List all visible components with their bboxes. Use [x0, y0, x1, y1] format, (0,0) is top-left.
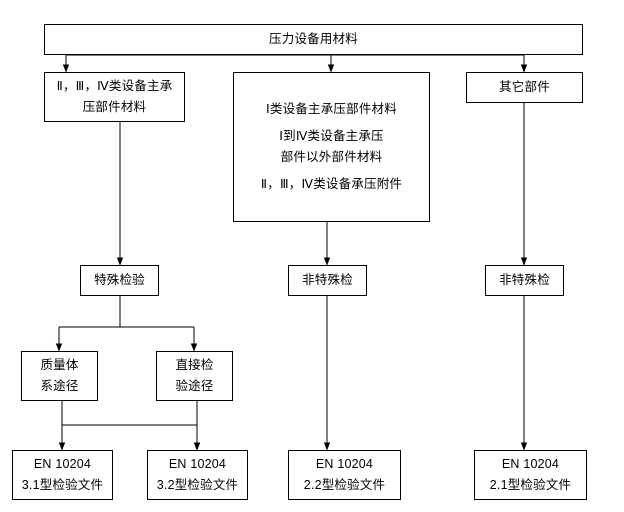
node-text-line: 压力设备用材料: [269, 32, 358, 46]
node-text-line: Ⅱ，Ⅲ，Ⅳ类设备承压附件: [260, 177, 403, 191]
document-node-en10204-3-2: EN 10204 3.2型检验文件: [147, 450, 248, 500]
node-text-line: 验途径: [175, 379, 214, 393]
node-text-line: 3.2型检验文件: [156, 478, 239, 492]
inspection-node-nonspecial-2: 非特殊检: [288, 265, 367, 296]
node-text-line: EN 10204: [33, 457, 92, 471]
root-node: 压力设备用材料: [44, 24, 583, 55]
node-text-line: 其它部件: [499, 80, 550, 94]
document-node-en10204-2-1: EN 10204 2.1型检验文件: [474, 450, 587, 500]
node-text-line: 2.2型检验文件: [303, 478, 386, 492]
branch-node-1: Ⅱ，Ⅲ，Ⅳ类设备主承压部件材料: [44, 72, 185, 122]
node-text-line: Ⅱ，Ⅲ，Ⅳ类设备主承: [56, 79, 173, 93]
node-text-line: 非特殊检: [302, 273, 353, 287]
document-node-en10204-2-2: EN 10204 2.2型检验文件: [288, 450, 401, 500]
node-text-line: 质量体: [40, 358, 79, 372]
inspection-node-special: 特殊检验: [80, 265, 159, 296]
document-node-en10204-3-1: EN 10204 3.1型检验文件: [12, 450, 113, 500]
node-text-line: 压部件材料: [82, 100, 147, 114]
node-text-line: 系途径: [40, 379, 79, 393]
node-text-line: 直接检: [175, 358, 214, 372]
path-node-quality-system: 质量体系途径: [21, 351, 98, 401]
node-text-line: EN 10204: [501, 457, 560, 471]
node-text-line: 部件以外部件材料: [280, 150, 383, 164]
connector-path1-to-doc32: [61, 401, 201, 451]
node-text-line: EN 10204: [168, 457, 227, 471]
node-text-line: 2.1型检验文件: [489, 478, 572, 492]
path-node-direct-inspection: 直接检验途径: [156, 351, 233, 401]
branch-node-2: Ⅰ类设备主承压部件材料 Ⅰ到Ⅳ类设备主承压部件以外部件材料 Ⅱ，Ⅲ，Ⅳ类设备承压附件: [233, 72, 430, 222]
branch-node-3: 其它部件: [466, 72, 583, 103]
inspection-node-nonspecial-3: 非特殊检: [485, 265, 564, 296]
node-text-line: 特殊检验: [94, 273, 145, 287]
node-text-line: Ⅰ到Ⅳ类设备主承压: [279, 129, 384, 143]
node-text-line: 3.1型检验文件: [21, 478, 104, 492]
node-text-line: EN 10204: [315, 457, 374, 471]
node-text-line: 非特殊检: [499, 273, 550, 287]
node-text-line: Ⅰ类设备主承压部件材料: [266, 102, 397, 116]
